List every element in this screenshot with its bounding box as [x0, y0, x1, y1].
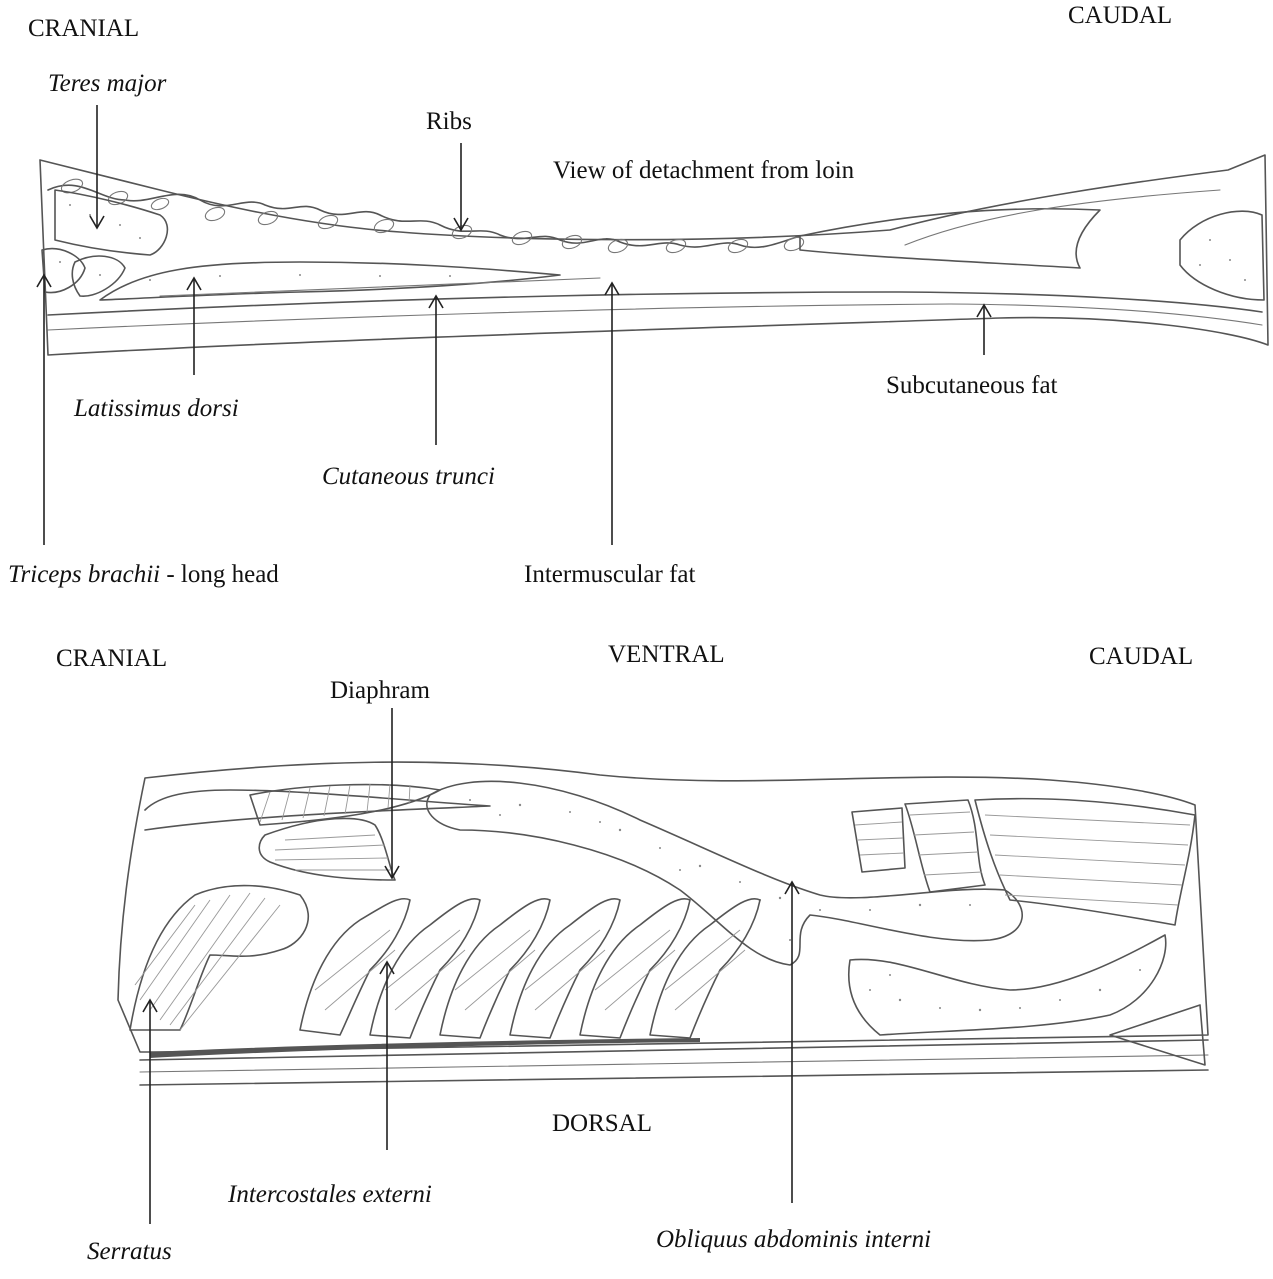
dorsal-band-dark — [150, 1038, 700, 1058]
serratus-region — [130, 886, 308, 1030]
obliquus-stipple — [469, 799, 971, 941]
bottom-arrows — [143, 708, 799, 1224]
intercostal-hatching — [315, 930, 745, 1010]
top-fold — [145, 790, 490, 830]
top-hatch-region — [250, 785, 440, 825]
label-triceps-suffix: - long head — [160, 561, 279, 588]
dorsal-band-2 — [140, 1055, 1208, 1072]
cutaneous-layer-2 — [48, 304, 1262, 330]
rib-head — [204, 205, 227, 223]
label-diaphram: Diaphram — [330, 677, 430, 705]
bottom-caudal-label: CAUDAL — [1089, 643, 1193, 671]
obliquus-band — [427, 781, 1022, 965]
bottom-outline — [118, 762, 1208, 1052]
intercostal-fingers — [300, 899, 760, 1038]
fat-stipple — [59, 204, 1246, 281]
label-subcutaneous-fat: Subcutaneous fat — [886, 372, 1057, 400]
rib-head — [451, 223, 474, 241]
loin-detachment-drawing — [0, 0, 1273, 600]
serratus-hatching — [135, 893, 280, 1030]
triceps-region-2 — [72, 256, 125, 296]
label-cutaneous-trunci: Cutaneous trunci — [322, 463, 495, 491]
caudal-fat-flap — [800, 209, 1100, 268]
caudal-hatching — [855, 812, 1190, 905]
bottom-ventral-label: VENTRAL — [608, 641, 725, 669]
dorsal-band-3 — [140, 1070, 1208, 1085]
label-intermuscular-fat: Intermuscular fat — [524, 561, 695, 589]
bottom-dorsal-label: DORSAL — [552, 1110, 652, 1138]
caudal-block-2 — [905, 800, 985, 892]
rib-heads — [60, 177, 806, 255]
label-intercostales-externi: Intercostales externi — [228, 1181, 432, 1209]
label-teres-major: Teres major — [48, 70, 166, 98]
top-cranial-label: CRANIAL — [28, 15, 139, 43]
caudal-fat — [849, 935, 1166, 1035]
latissimus-dorsi-band — [100, 262, 560, 300]
label-latissimus-dorsi: Latissimus dorsi — [74, 395, 239, 423]
label-triceps: Triceps brachii - long head — [8, 561, 279, 589]
label-obliquus-abdominis-interni: Obliquus abdominis interni — [656, 1226, 931, 1254]
caudal-triangle — [1110, 1005, 1205, 1065]
rib-head — [317, 213, 340, 231]
intermuscular-fat-line — [160, 278, 600, 296]
bottom-cranial-label: CRANIAL — [56, 645, 167, 673]
diaphram-muscle — [259, 818, 395, 880]
label-serratus: Serratus — [87, 1238, 172, 1266]
teres-major-region — [55, 190, 167, 255]
cutaneous-layer-1 — [48, 292, 1262, 315]
triceps-region — [42, 249, 85, 293]
label-ribs: Ribs — [426, 108, 472, 136]
caudal-block-3 — [975, 799, 1195, 925]
caption-loin-view: View of detachment from loin — [553, 157, 854, 185]
label-triceps-name: Triceps brachii — [8, 561, 160, 588]
caudal-end-muscle — [1180, 211, 1264, 300]
caudal-block-1 — [852, 808, 905, 872]
caudal-lean — [905, 190, 1220, 245]
top-caudal-label: CAUDAL — [1068, 2, 1172, 30]
top-hatching — [260, 784, 410, 822]
dorsal-band-1 — [140, 1040, 1208, 1060]
top-cut-outline — [40, 155, 1268, 355]
